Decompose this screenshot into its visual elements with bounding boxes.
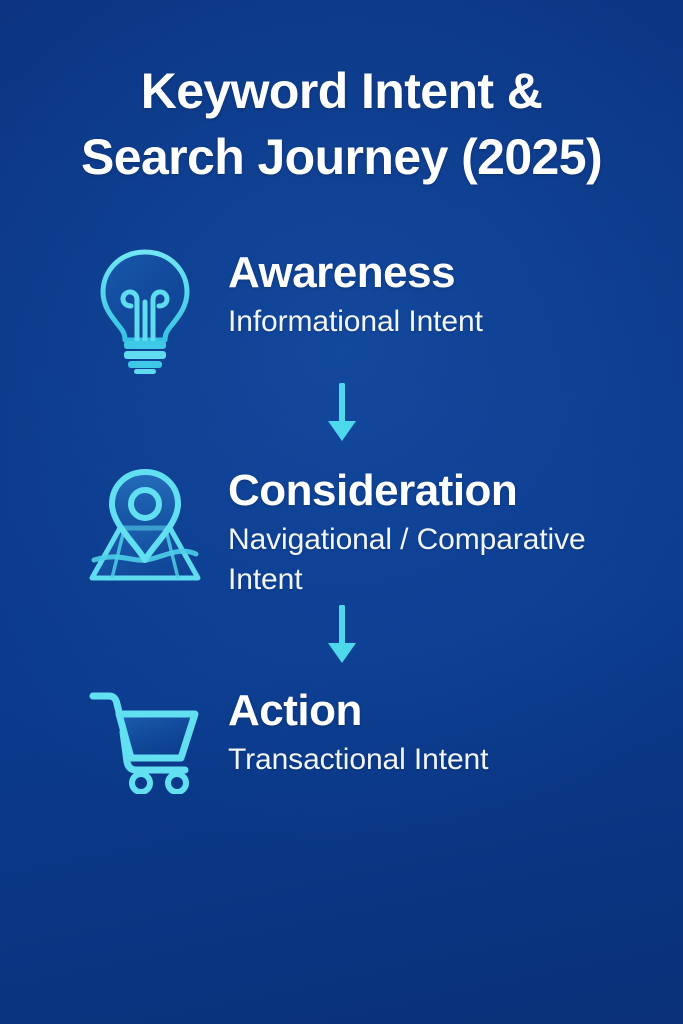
title-line-2: Search Journey (2025): [81, 129, 603, 185]
step-title: Awareness: [228, 248, 456, 297]
map-pin-icon: [82, 460, 208, 586]
arrow-down-icon: [0, 368, 683, 460]
title-line-1: Keyword Intent &: [140, 63, 543, 119]
journey-step-consideration: Consideration Navigational / Comparative…: [0, 460, 683, 596]
step-subtitle: Transactional Intent: [228, 743, 489, 776]
journey-step-awareness-text: Awareness Informational Intent: [208, 242, 483, 342]
page-title: Keyword Intent & Search Journey (2025): [0, 58, 683, 190]
step-subtitle: Informational Intent: [228, 305, 483, 338]
step-title: Action: [228, 686, 362, 735]
journey-step-action-text: Action Transactional Intent: [208, 680, 488, 780]
journey-step-action: Action Transactional Intent: [0, 680, 683, 794]
journey-step-consideration-text: Consideration Navigational / Comparative…: [208, 460, 648, 600]
lightbulb-icon: [82, 242, 208, 374]
journey-step-list: Awareness Informational Intent: [0, 242, 683, 794]
journey-step-awareness: Awareness Informational Intent: [0, 242, 683, 374]
shopping-cart-icon: [82, 680, 208, 794]
step-subtitle: Navigational / Comparative Intent: [228, 523, 586, 596]
arrow-down-icon: [0, 592, 683, 680]
step-title: Consideration: [228, 466, 518, 515]
